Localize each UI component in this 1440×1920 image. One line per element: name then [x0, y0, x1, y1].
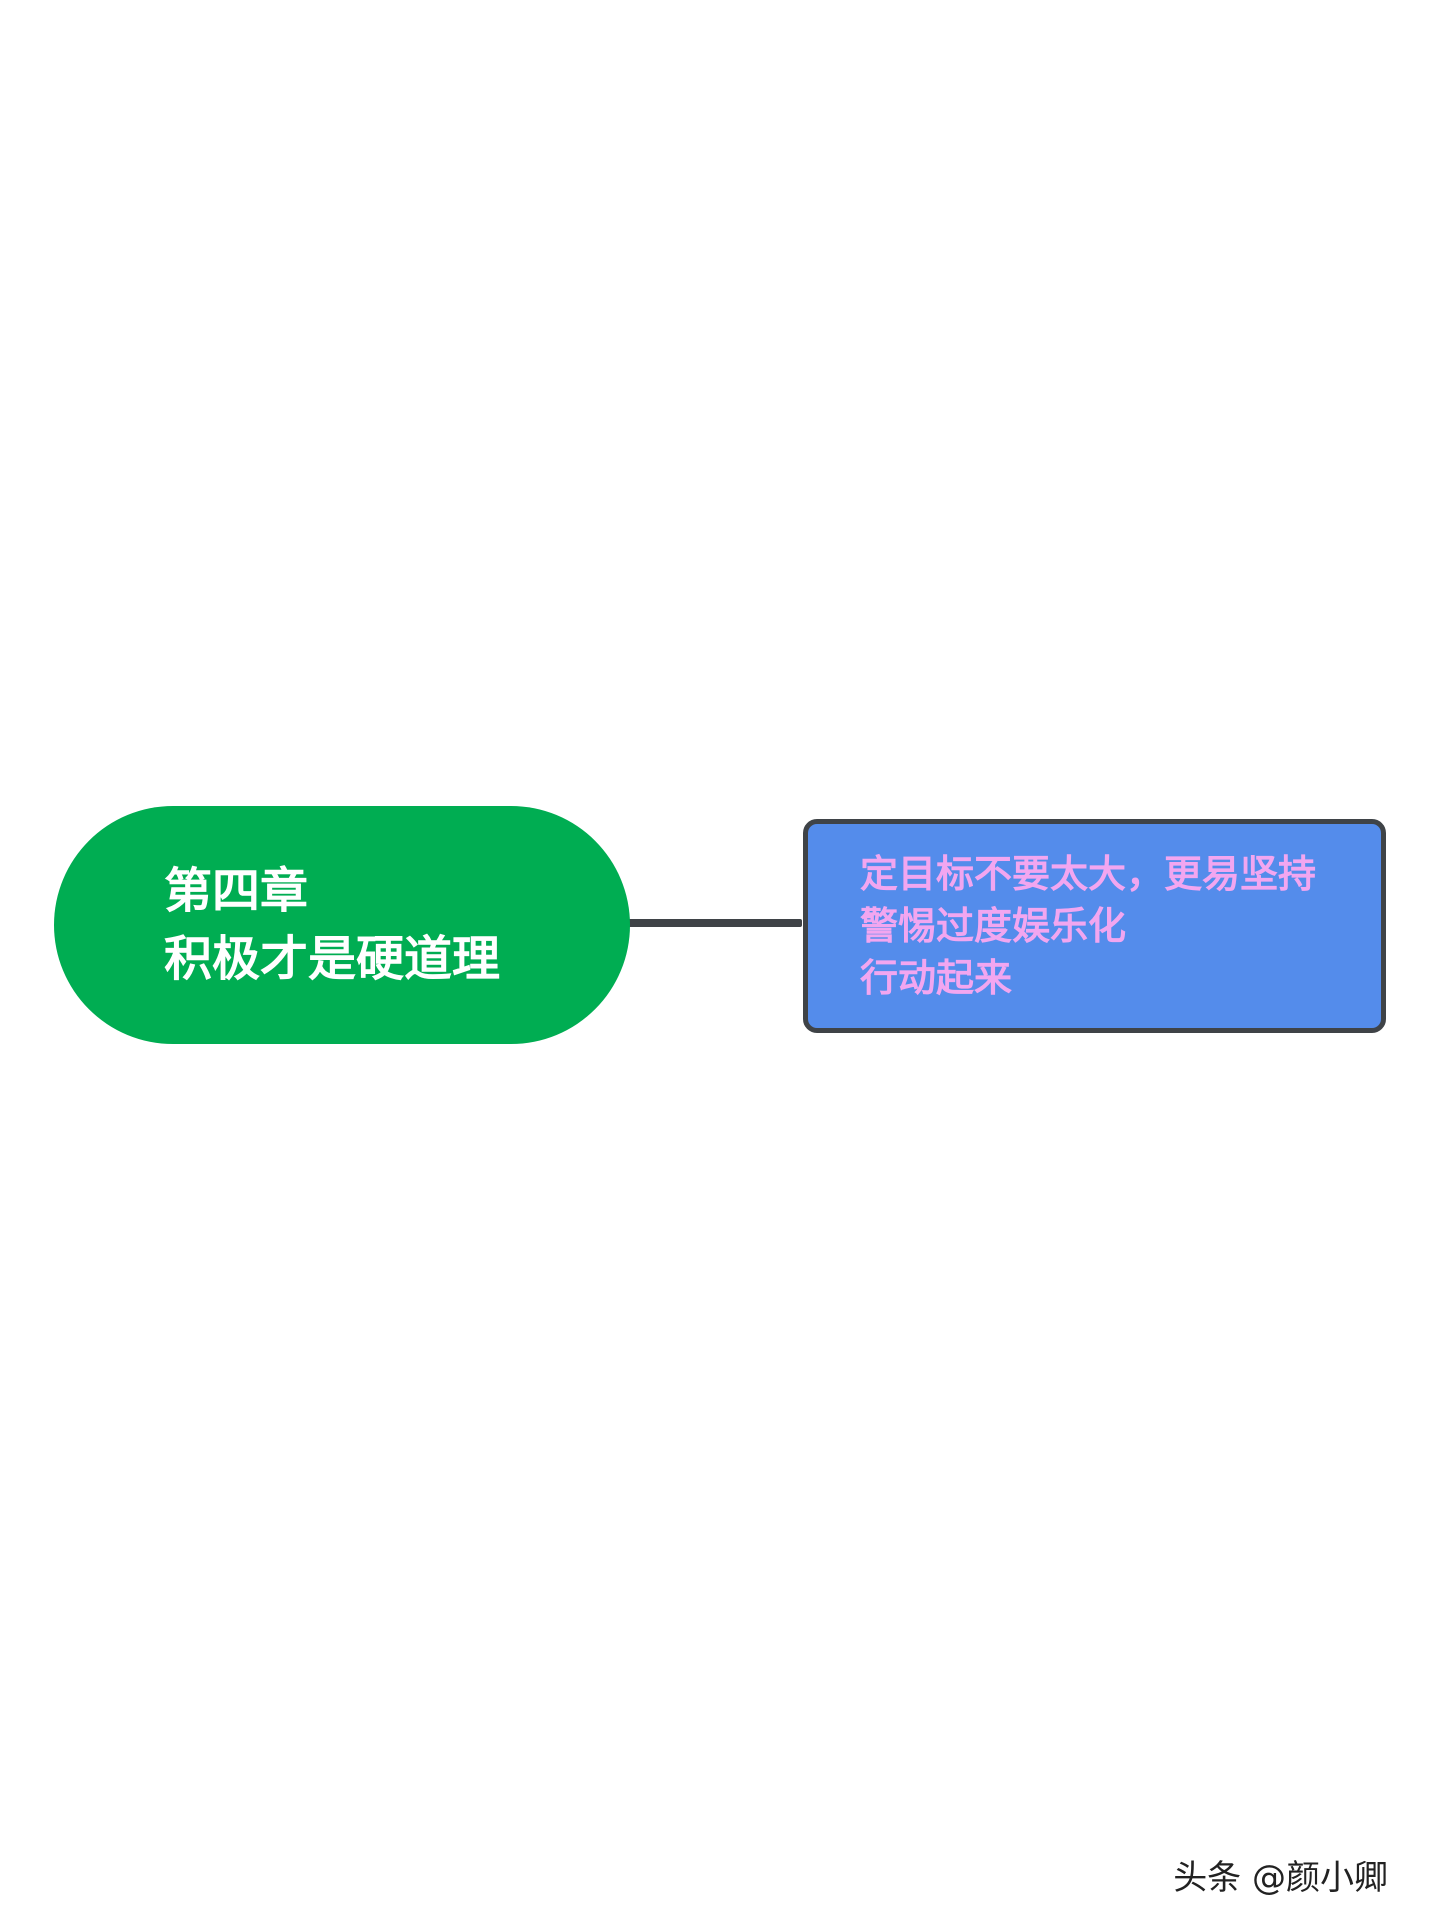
root-topic-line-2: 积极才是硬道理	[164, 931, 501, 987]
source-watermark: 头条 @颜小卿	[1173, 1858, 1388, 1898]
child-topic-node[interactable]: 定目标不要太大，更易坚持 警惕过度娱乐化 行动起来	[803, 819, 1386, 1033]
child-topic-line-3: 行动起来	[860, 956, 1013, 1000]
root-to-child-connector	[626, 919, 802, 927]
root-topic-node[interactable]: 第四章 积极才是硬道理	[54, 806, 630, 1044]
root-topic-line-1: 第四章	[164, 863, 309, 919]
child-topic-line-1: 定目标不要太大，更易坚持	[860, 852, 1317, 896]
child-topic-line-2: 警惕过度娱乐化	[860, 904, 1127, 948]
